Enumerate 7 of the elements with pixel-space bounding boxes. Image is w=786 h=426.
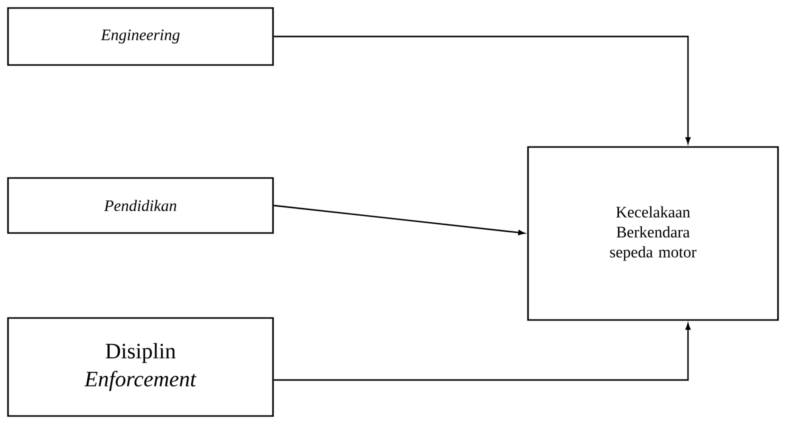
process-box: Pendidikan xyxy=(7,177,274,234)
process-box: Disiplin Enforcement xyxy=(7,317,274,417)
process-box: Kecelakaan Berkendara sepeda motor xyxy=(527,146,779,321)
arrow xyxy=(274,323,691,381)
process-box: Engineering xyxy=(7,7,274,66)
arrow xyxy=(274,36,691,144)
arrow xyxy=(274,204,525,236)
